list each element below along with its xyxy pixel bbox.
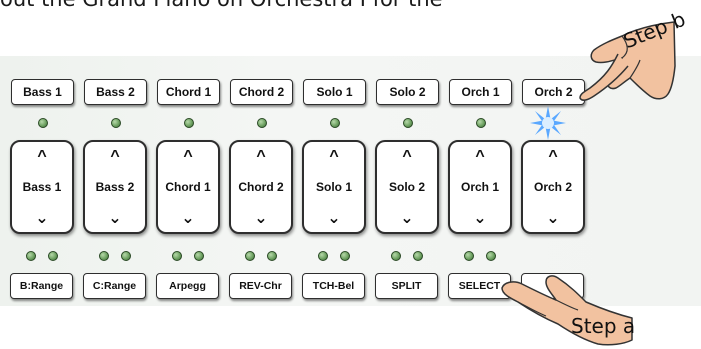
- select-led-left: [464, 251, 474, 261]
- chevron-up-icon[interactable]: ^: [37, 148, 47, 165]
- tch-bel-button[interactable]: TCH-Bel: [302, 273, 365, 299]
- tch-bel-led-left: [318, 251, 328, 261]
- orch-2-button[interactable]: Orch 2: [522, 79, 585, 105]
- chevron-down-icon[interactable]: ⌄: [108, 210, 122, 227]
- b-range-button[interactable]: B:Range: [10, 273, 73, 299]
- orch-1-led: [476, 118, 486, 128]
- arpegg-led-right: [194, 251, 204, 261]
- selector-label: Chord 1: [165, 180, 211, 194]
- solo-1-led: [330, 118, 340, 128]
- chevron-down-icon[interactable]: ⌄: [35, 210, 49, 227]
- c-range-button[interactable]: C:Range: [83, 273, 146, 299]
- chord-1-selector[interactable]: ^ Chord 1 ⌄: [156, 140, 220, 234]
- chord-2-selector[interactable]: ^ Chord 2 ⌄: [229, 140, 293, 234]
- chevron-up-icon[interactable]: ^: [183, 148, 193, 165]
- chevron-up-icon[interactable]: ^: [402, 148, 412, 165]
- chevron-up-icon[interactable]: ^: [329, 148, 339, 165]
- orch-2-selector[interactable]: ^ Orch 2 ⌄: [521, 140, 585, 234]
- selector-label: Solo 2: [388, 180, 425, 194]
- pointing-hand-icon: [579, 21, 676, 101]
- orch-1-selector[interactable]: ^ Orch 1 ⌄: [448, 140, 512, 234]
- bass-1-led: [38, 118, 48, 128]
- split-button[interactable]: SPLIT: [375, 273, 438, 299]
- rev-chr-led-right: [267, 251, 277, 261]
- selector-label: Orch 1: [460, 180, 499, 194]
- b-range-led-left: [26, 251, 36, 261]
- select-button[interactable]: SELECT: [448, 273, 511, 299]
- c-range-led-left: [99, 251, 109, 261]
- chevron-up-icon[interactable]: ^: [256, 148, 266, 165]
- bass-2-led: [111, 118, 121, 128]
- selector-label: Solo 1: [315, 180, 352, 194]
- arpegg-button[interactable]: Arpegg: [156, 273, 219, 299]
- chord-2-led: [257, 118, 267, 128]
- solo-2-led: [403, 118, 413, 128]
- chevron-down-icon[interactable]: ⌄: [473, 210, 487, 227]
- split-led-right: [413, 251, 423, 261]
- selector-label: Bass 2: [95, 180, 135, 194]
- selector-label: Orch 2: [533, 180, 572, 194]
- selector-label: Bass 1: [22, 180, 62, 194]
- pointing-hand-icon: [501, 275, 633, 346]
- orch-1-button[interactable]: Orch 1: [449, 79, 512, 105]
- chevron-up-icon[interactable]: ^: [110, 148, 120, 165]
- chevron-down-icon[interactable]: ⌄: [254, 210, 268, 227]
- chord-1-led: [184, 118, 194, 128]
- c-range-led-right: [121, 251, 131, 261]
- arpegg-led-left: [172, 251, 182, 261]
- chord-2-button[interactable]: Chord 2: [230, 79, 293, 105]
- selector-label: Chord 2: [238, 180, 284, 194]
- bass-2-selector[interactable]: ^ Bass 2 ⌄: [83, 140, 147, 234]
- chevron-down-icon[interactable]: ⌄: [181, 210, 195, 227]
- rev-chr-button[interactable]: REV-Chr: [229, 273, 292, 299]
- bass-2-button[interactable]: Bass 2: [84, 79, 147, 105]
- solo-2-button[interactable]: Solo 2: [376, 79, 439, 105]
- chevron-up-icon[interactable]: ^: [475, 148, 485, 165]
- chevron-down-icon[interactable]: ⌄: [546, 210, 560, 227]
- chevron-down-icon[interactable]: ⌄: [327, 210, 341, 227]
- solo-1-button[interactable]: Solo 1: [303, 79, 366, 105]
- solo-1-selector[interactable]: ^ Solo 1 ⌄: [302, 140, 366, 234]
- flash-glow-icon: [530, 106, 566, 140]
- bass-1-selector[interactable]: ^ Bass 1 ⌄: [10, 140, 74, 234]
- rev-chr-led-left: [245, 251, 255, 261]
- select-led-right: [486, 251, 496, 261]
- chevron-down-icon[interactable]: ⌄: [400, 210, 414, 227]
- bass-1-button[interactable]: Bass 1: [11, 79, 74, 105]
- tch-bel-led-right: [340, 251, 350, 261]
- step-a-label: Step a: [571, 314, 636, 338]
- chord-1-button[interactable]: Chord 1: [157, 79, 220, 105]
- split-led-left: [391, 251, 401, 261]
- b-range-led-right: [48, 251, 58, 261]
- solo-2-selector[interactable]: ^ Solo 2 ⌄: [375, 140, 439, 234]
- caption-text: out the Grand Piano on Orchestra I for t…: [0, 0, 443, 11]
- chevron-up-icon[interactable]: ^: [548, 148, 558, 165]
